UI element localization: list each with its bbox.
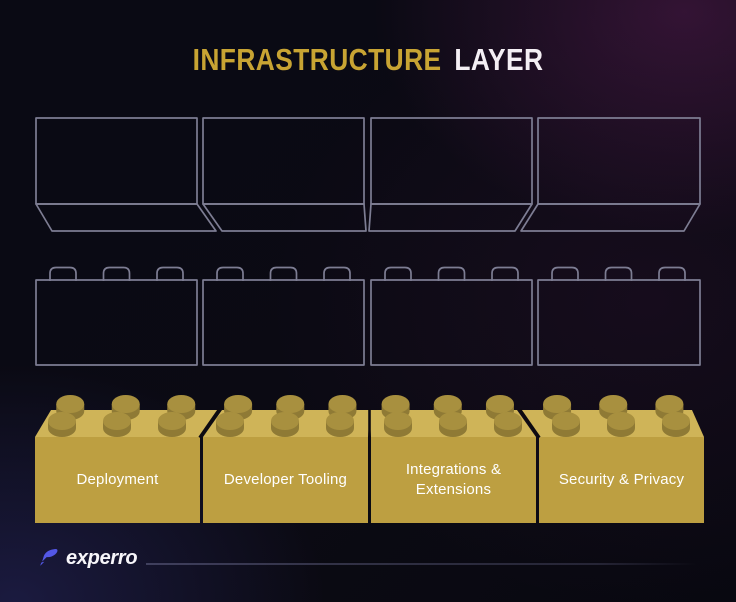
outline-stud <box>551 266 579 281</box>
gold-stud-top <box>111 395 140 413</box>
gold-brick-front-face <box>371 437 536 523</box>
gold-brick-label: Integrations & Extensions <box>405 460 502 498</box>
gold-stud-top <box>326 412 354 430</box>
gold-brick-label: Security & Privacy <box>558 470 685 488</box>
gold-stud-top <box>48 412 76 430</box>
gold-stud-top <box>276 395 305 413</box>
gold-stud-top <box>56 395 85 413</box>
brick-junction-line <box>518 408 541 439</box>
outline-stud <box>216 266 244 281</box>
gold-brick-label: Deployment <box>76 470 159 488</box>
outline-stud <box>49 266 77 281</box>
gold-stud-top <box>599 395 628 413</box>
outline-brick-top-row <box>35 117 198 205</box>
footer-divider-line <box>146 563 697 565</box>
gold-stud-top <box>607 412 635 430</box>
outline-brick-top-row <box>370 117 533 205</box>
outline-stud <box>102 266 131 281</box>
outline-brick-top-row <box>537 117 701 205</box>
gold-stud-top <box>271 412 299 430</box>
gold-stud-top <box>103 412 131 430</box>
title-rest: LAYER <box>454 42 544 77</box>
gold-stud-top <box>384 412 412 430</box>
gold-brick-front-face <box>203 437 368 523</box>
outline-stud <box>269 266 298 281</box>
gold-stud-top <box>158 412 186 430</box>
gold-stud-top <box>216 412 244 430</box>
outline-stud <box>491 266 519 281</box>
outline-brick-middle-row <box>35 279 198 366</box>
gold-brick-front-face <box>35 437 200 523</box>
outline-brick-bottom-face <box>520 203 701 232</box>
gold-stud-top <box>543 395 572 413</box>
outline-stud <box>658 266 686 281</box>
gold-stud-top <box>494 412 522 430</box>
outline-brick-bottom-face <box>35 203 217 232</box>
gold-stud-top <box>224 395 253 413</box>
outline-brick-middle-row <box>370 279 533 366</box>
outline-brick-bottom-face <box>368 203 533 232</box>
outline-stud <box>437 266 466 281</box>
gold-stud-top <box>662 412 690 430</box>
outline-stud <box>604 266 633 281</box>
brand-footer: experro <box>36 546 138 570</box>
title-highlight: INFRASTRUCTURE <box>192 42 442 77</box>
gold-stud-top <box>433 395 462 413</box>
outline-stud <box>384 266 412 281</box>
gold-brick-label: Developer Tooling <box>223 470 348 488</box>
gold-stud-top <box>485 395 514 413</box>
outline-stud <box>323 266 351 281</box>
outline-brick-middle-row <box>202 279 365 366</box>
outline-brick-middle-row <box>537 279 701 366</box>
page-title: INFRASTRUCTURE LAYER <box>55 42 681 78</box>
outline-brick-bottom-face <box>202 203 367 232</box>
outline-stud <box>156 266 184 281</box>
experro-rocket-icon <box>40 548 58 566</box>
gold-stud-top <box>552 412 580 430</box>
outline-brick-top-row <box>202 117 365 205</box>
gold-brick-front-face <box>539 437 704 523</box>
gold-stud-top <box>328 395 357 413</box>
brick-junction-line <box>198 408 221 439</box>
gold-stud-top <box>381 395 410 413</box>
gold-stud-top <box>167 395 196 413</box>
gold-stud-top <box>655 395 684 413</box>
brand-name: experro <box>66 546 138 569</box>
gold-stud-top <box>439 412 467 430</box>
